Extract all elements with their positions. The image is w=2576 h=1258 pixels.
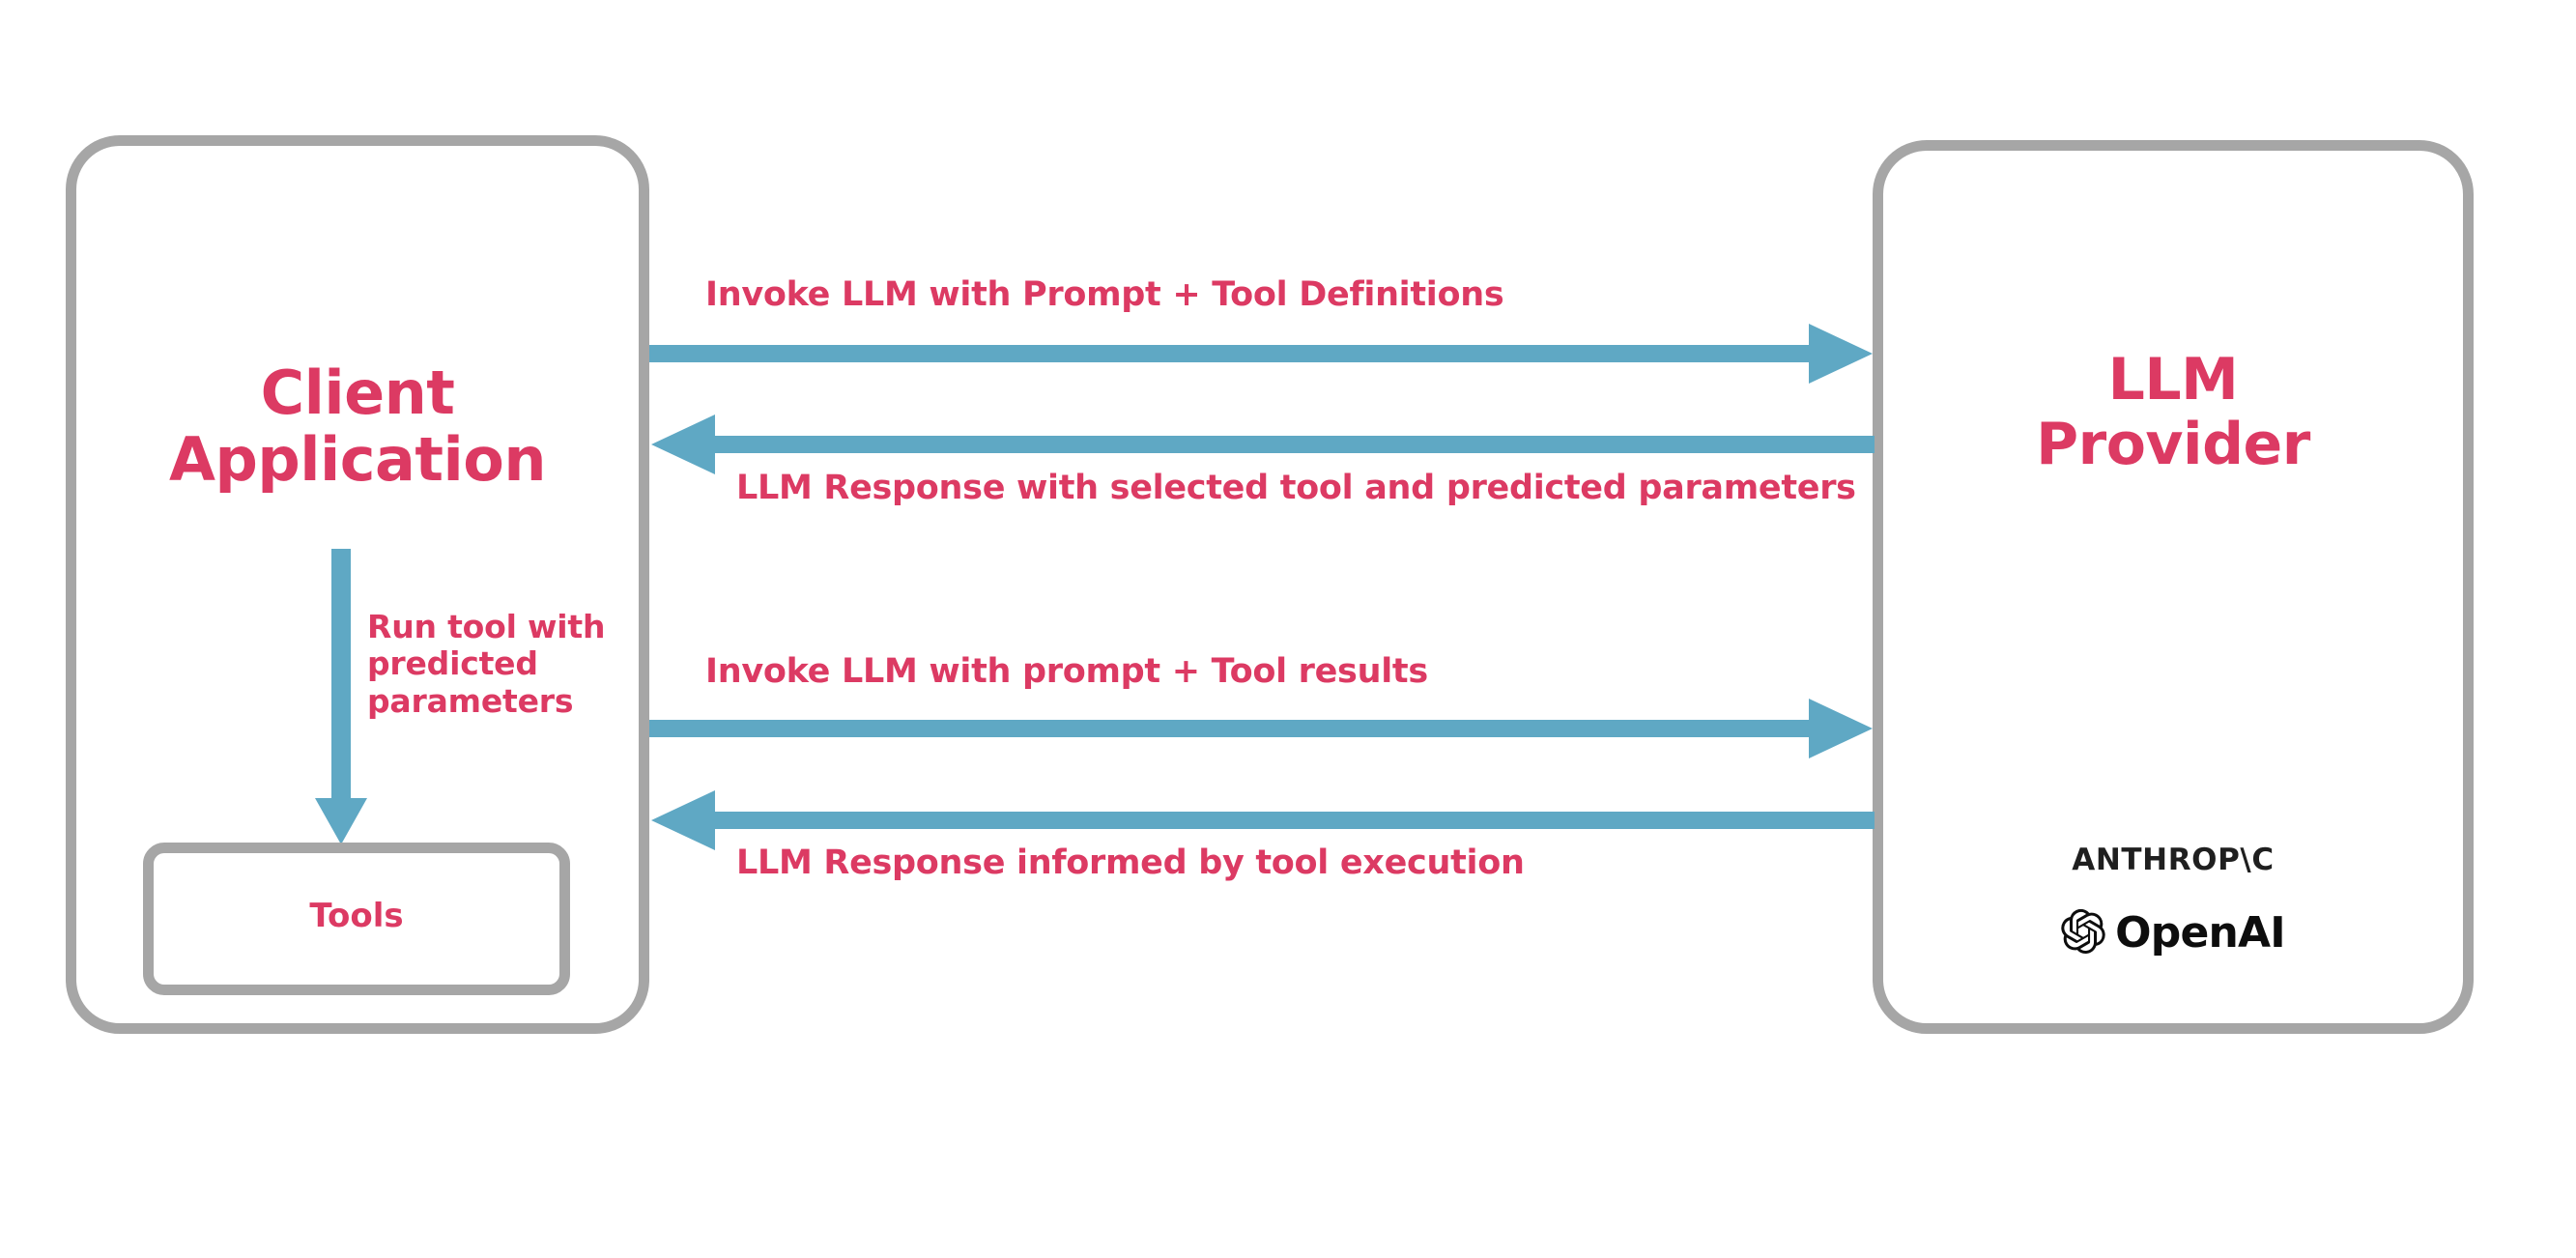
tools-box — [143, 843, 570, 995]
flow-label-response-1: LLM Response with selected tool and pred… — [736, 469, 1856, 507]
tools-label: Tools — [309, 897, 404, 935]
flow-arrow-invoke-2 — [649, 694, 1875, 763]
anthropic-logo: ANTHROP\C — [2072, 843, 2275, 877]
llm-provider-box — [1873, 140, 2474, 1034]
flow-label-response-2: LLM Response informed by tool execution — [736, 843, 1525, 882]
run-tool-arrow-label: Run tool with predicted parameters — [367, 608, 606, 720]
flow-arrow-response-1 — [649, 410, 1875, 479]
flow-label-invoke-1: Invoke LLM with Prompt + Tool Definition… — [705, 275, 1504, 314]
client-application-title: Client Application — [169, 357, 546, 496]
llm-provider-title: LLM Provider — [2036, 346, 2310, 479]
run-tool-arrow — [307, 549, 385, 850]
flow-arrow-invoke-1 — [649, 319, 1875, 388]
openai-wordmark: OpenAI — [2115, 908, 2286, 958]
flow-arrow-response-2 — [649, 786, 1875, 855]
flow-label-invoke-2: Invoke LLM with prompt + Tool results — [705, 652, 1428, 691]
openai-logo: OpenAI — [1882, 908, 2464, 958]
openai-blossom-icon — [2061, 908, 2105, 958]
